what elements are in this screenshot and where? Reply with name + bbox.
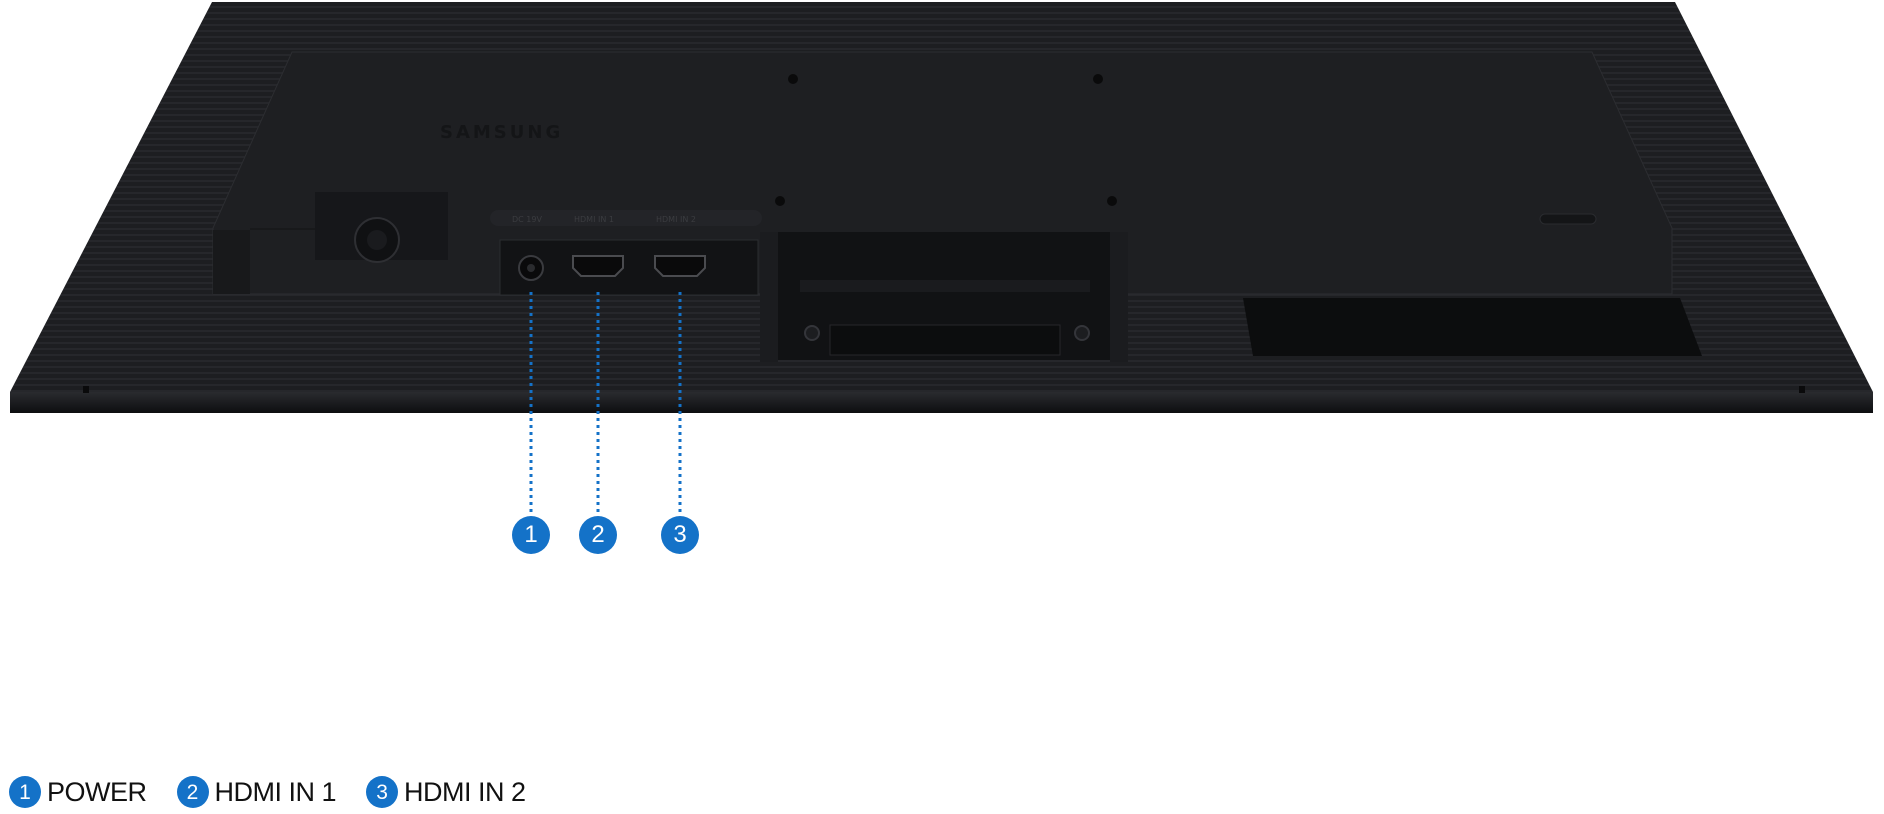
back-panel [212, 51, 1673, 295]
brand-embossing: SAMSUNG [440, 122, 563, 143]
hdmi-port-1 [572, 255, 624, 277]
vesa-hole [1107, 196, 1117, 206]
callout-number: 1 [524, 521, 538, 548]
callout-number: 3 [673, 521, 687, 548]
legend-label: HDMI IN 2 [404, 776, 526, 807]
vesa-hole [788, 74, 798, 84]
legend-item-power: 1 POWER [9, 776, 147, 808]
legend-badge: 1 [9, 776, 41, 808]
legend-badge: 3 [366, 776, 399, 808]
port-legend: 1 POWER 2 HDMI IN 1 3 HDMI IN 2 [9, 776, 556, 808]
stand-screw [1074, 325, 1090, 341]
rear-recess-right [1243, 298, 1702, 356]
callout-hdmi1: 2 [579, 516, 617, 554]
legend-label: POWER [47, 776, 147, 807]
port-label-strip [490, 210, 762, 226]
port-label-dc: DC 19V [512, 215, 542, 224]
callout-power: 1 [512, 516, 550, 554]
legend-item-hdmi1: 2 HDMI IN 1 [176, 776, 337, 808]
port-label-hdmi2: HDMI IN 2 [656, 215, 696, 224]
vesa-hole [775, 196, 785, 206]
kensington-slot [1539, 213, 1597, 225]
port-label-hdmi1: HDMI IN 1 [574, 215, 614, 224]
vesa-hole [1093, 74, 1103, 84]
monitor-bottom-edge [10, 392, 1873, 413]
callout-hdmi2: 3 [661, 516, 699, 554]
callout-number: 2 [591, 521, 605, 548]
legend-label: HDMI IN 1 [214, 776, 337, 807]
legend-badge: 2 [176, 776, 209, 808]
stand-screw [804, 325, 820, 341]
hdmi-port-2 [654, 255, 706, 277]
legend-item-hdmi2: 3 HDMI IN 2 [366, 776, 526, 808]
